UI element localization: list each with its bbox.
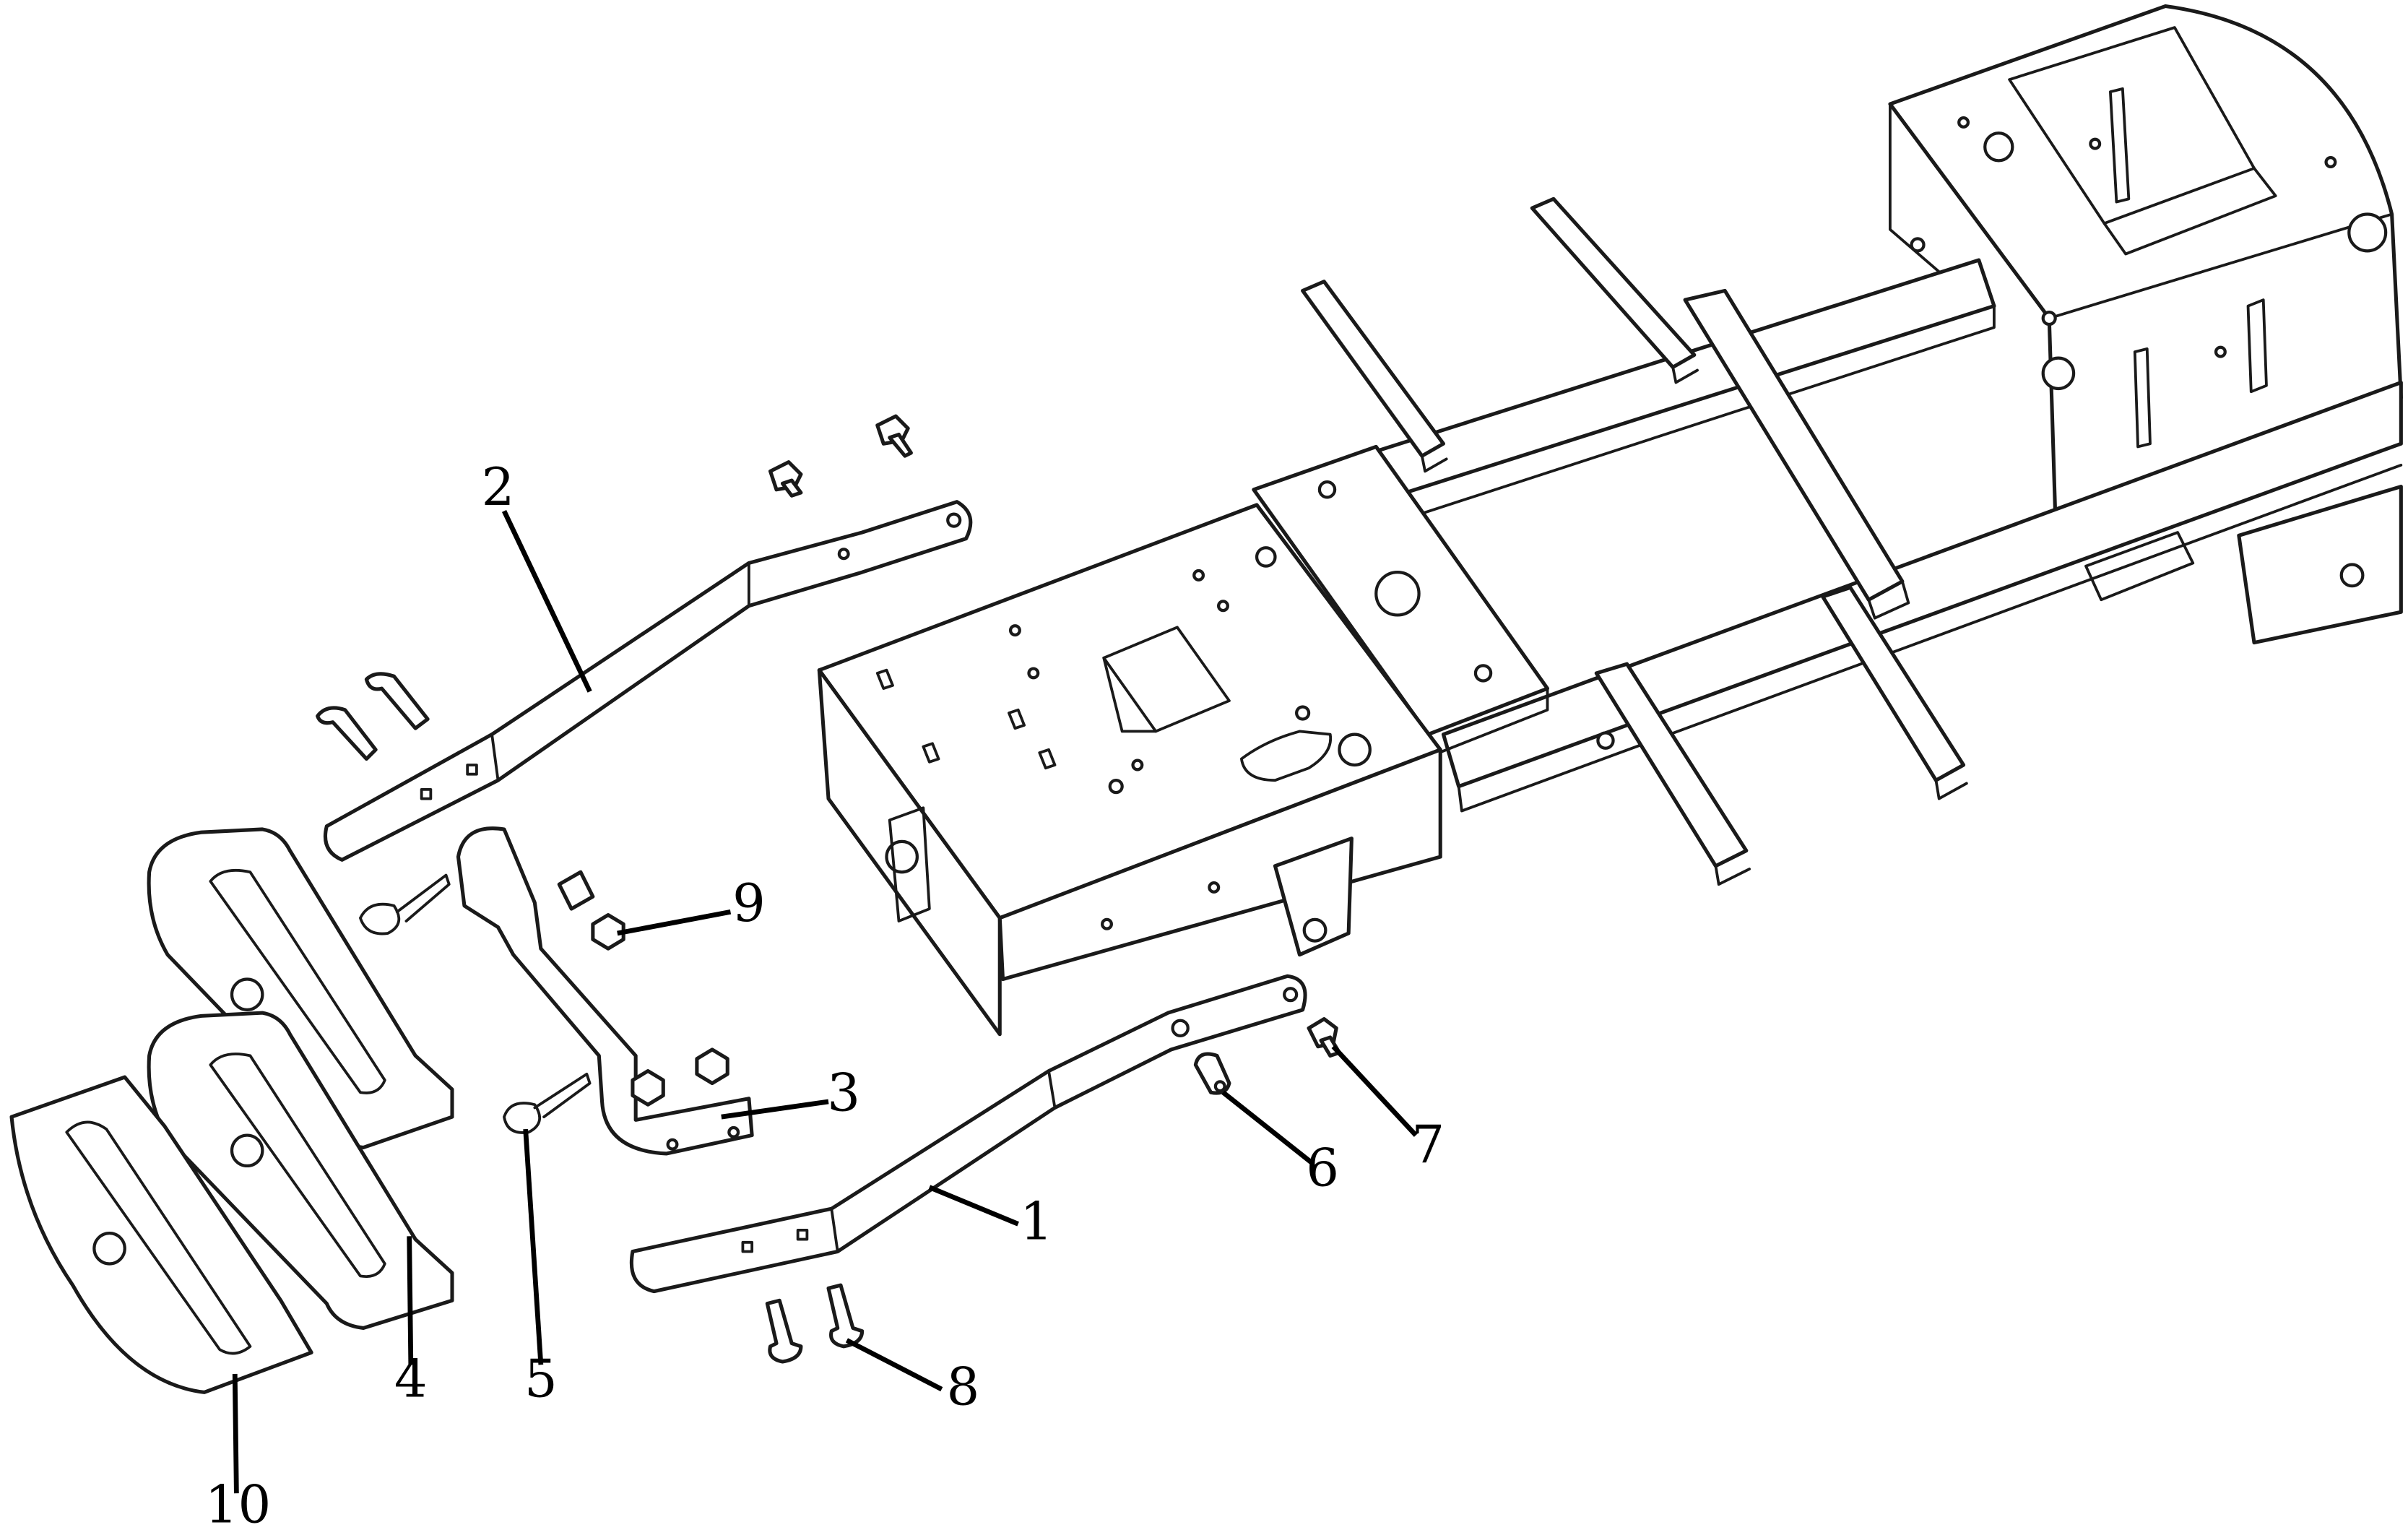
part-10-pad <box>9 1075 313 1394</box>
leader-6 <box>1221 1090 1314 1165</box>
front-frame-box <box>817 503 1442 1037</box>
lower-bracket-right <box>1821 585 1968 800</box>
callout-1: 1 <box>1020 1191 1053 1252</box>
lower-bracket-left <box>1594 662 1751 886</box>
callout-7: 7 <box>1411 1115 1445 1175</box>
part-3-handle <box>456 826 754 1156</box>
callout-10: 10 <box>205 1474 272 1530</box>
part-2-upper-arm <box>323 500 973 862</box>
part-4-footrest-upper <box>147 827 454 1150</box>
callout-labels: 1 2 3 4 5 6 7 8 9 10 <box>205 457 1445 1530</box>
leader-7 <box>1331 1045 1418 1137</box>
callout-6: 6 <box>1306 1137 1339 1198</box>
leader-3 <box>721 1099 829 1120</box>
leader-4 <box>407 1236 414 1365</box>
part-5-hitch-pins <box>359 873 592 1134</box>
bolts-upper <box>316 414 913 761</box>
upper-bracket-right <box>1530 196 1699 384</box>
bolts-lower <box>765 1017 1341 1364</box>
leader-5 <box>523 1128 544 1365</box>
leader-9 <box>617 909 732 936</box>
nuts <box>591 913 729 1107</box>
leader-1 <box>928 1185 1019 1227</box>
callout-5: 5 <box>524 1349 558 1409</box>
callout-8: 8 <box>947 1356 980 1417</box>
rear-frame-box <box>1888 4 2403 645</box>
main-frame <box>817 4 2403 1037</box>
leader-8 <box>845 1338 943 1392</box>
leader-2 <box>501 509 592 693</box>
callout-2: 2 <box>482 457 515 517</box>
cross-member-rear <box>1683 288 1910 620</box>
upper-bracket-left <box>1301 280 1448 473</box>
callout-9: 9 <box>732 873 766 933</box>
leader-lines <box>232 509 1418 1494</box>
callout-4: 4 <box>394 1349 428 1409</box>
leader-10 <box>232 1373 239 1494</box>
callout-3: 3 <box>827 1063 860 1123</box>
part-1-lower-arm <box>629 974 1307 1294</box>
